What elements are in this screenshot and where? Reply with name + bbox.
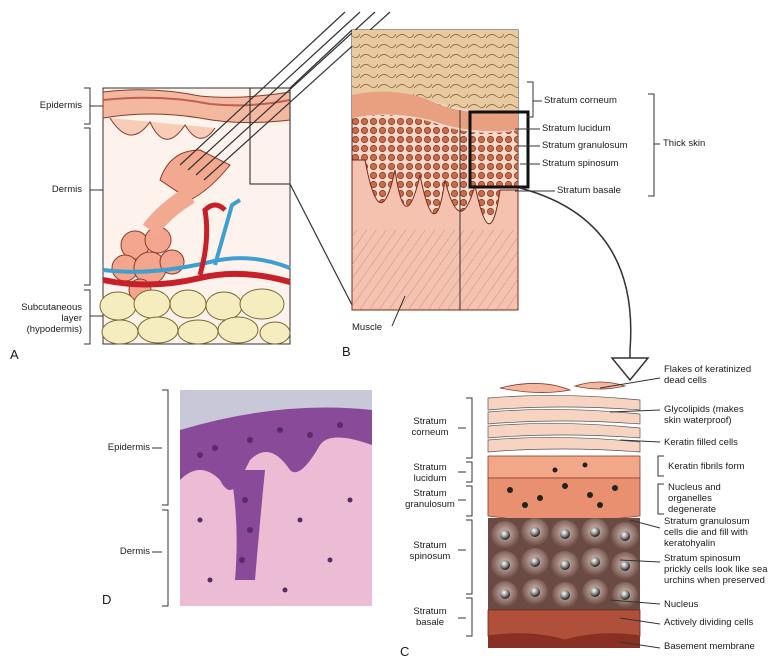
panel-letter-b: B: [342, 344, 351, 359]
label-b-stratum-basale: Stratum basale: [557, 185, 621, 196]
label-c-spinosum-cells: Stratum spinosum prickly cells look like…: [664, 553, 768, 586]
label-a-epidermis: Epidermis: [22, 100, 82, 111]
label-c-lucidum: Stratum lucidum: [404, 462, 456, 484]
label-c-basale: Stratum basale: [404, 606, 456, 628]
label-b-stratum-granulosum: Stratum granulosum: [542, 140, 628, 151]
panel-letter-d: D: [102, 592, 111, 607]
label-c-keratin-fibrils: Keratin fibrils form: [668, 461, 745, 472]
panel-b-illustration: [352, 30, 528, 310]
label-c-granulosum: Stratum granulosum: [404, 488, 456, 510]
label-a-subcutaneous: Subcutaneous layer (hypodermis): [4, 302, 82, 335]
label-c-corneum: Stratum corneum: [404, 416, 456, 438]
label-d-dermis: Dermis: [92, 546, 150, 557]
label-b-stratum-lucidum: Stratum lucidum: [542, 123, 611, 134]
zoom-arrow: [520, 188, 631, 362]
label-c-nucleus-degenerate: Nucleus and organelles degenerate: [668, 482, 748, 515]
label-c-flakes: Flakes of keratinized dead cells: [664, 364, 754, 386]
panel-letter-c: C: [400, 644, 409, 659]
label-c-spinosum: Stratum spinosum: [404, 540, 456, 562]
label-a-dermis: Dermis: [22, 184, 82, 195]
panel-d-histology: [180, 390, 372, 606]
panel-letter-a: A: [10, 347, 19, 362]
label-c-basement: Basement membrane: [664, 641, 764, 652]
panel-a-illustration: [100, 88, 290, 344]
label-c-glycolipids: Glycolipids (makes skin waterproof): [664, 404, 754, 426]
label-b-thick-skin: Thick skin: [663, 138, 705, 149]
label-c-keratin-filled: Keratin filled cells: [664, 437, 738, 448]
label-b-stratum-corneum: Stratum corneum: [544, 95, 617, 106]
label-b-stratum-spinosum: Stratum spinosum: [542, 158, 619, 169]
label-c-dividing: Actively dividing cells: [664, 617, 764, 628]
panel-c-left-brackets: [458, 398, 472, 636]
label-c-nucleus: Nucleus: [664, 599, 698, 610]
panel-c-illustration: [488, 382, 640, 648]
label-d-epidermis: Epidermis: [92, 442, 150, 453]
zoom-arrow-head: [612, 358, 648, 380]
label-c-granulosum-cells: Stratum granulosum cells die and fill wi…: [664, 516, 768, 549]
label-b-muscle: Muscle: [352, 322, 382, 333]
panel-d-brackets: [152, 390, 168, 606]
